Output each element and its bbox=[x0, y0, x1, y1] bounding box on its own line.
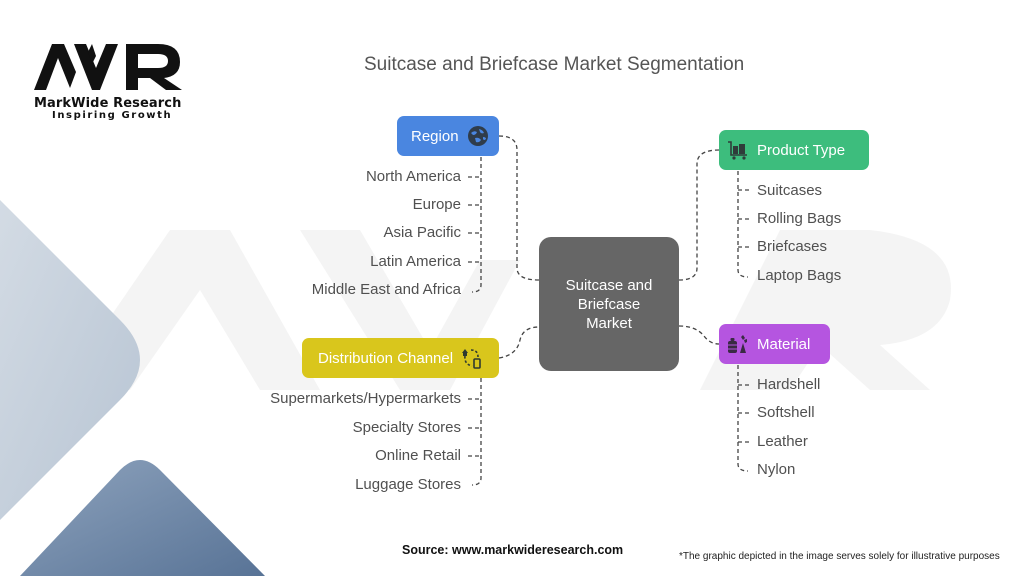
disclaimer-note: *The graphic depicted in the image serve… bbox=[679, 551, 1000, 562]
segment-label-product-type: Product Type bbox=[757, 141, 846, 159]
center-line-1: Suitcase and bbox=[565, 276, 653, 294]
region-item: Asia Pacific bbox=[383, 224, 461, 241]
brand-logo: MarkWide Research Inspiring Growth bbox=[30, 38, 190, 121]
product-type-item: Laptop Bags bbox=[757, 267, 842, 284]
distribution-channel-item: Specialty Stores bbox=[352, 419, 461, 436]
region-item: Middle East and Africa bbox=[311, 281, 461, 298]
center-node[interactable]: Suitcase and Briefcase Market bbox=[539, 237, 679, 371]
region-item: Latin America bbox=[370, 253, 461, 270]
material-item: Softshell bbox=[757, 404, 815, 421]
segment-label-region: Region bbox=[411, 127, 459, 145]
material-item: Hardshell bbox=[757, 376, 821, 393]
material-item: Leather bbox=[757, 433, 808, 450]
globe-icon bbox=[467, 126, 488, 146]
material-fabric-icon bbox=[728, 335, 747, 353]
product-type-item: Suitcases bbox=[757, 182, 823, 199]
source-credit: Source: www.markwideresearch.com bbox=[402, 543, 624, 557]
distribution-channel-item: Luggage Stores bbox=[355, 476, 461, 493]
bg-shape-dark bbox=[20, 460, 265, 576]
store-to-mobile-icon bbox=[462, 349, 481, 369]
region-item: North America bbox=[365, 168, 461, 185]
center-line-3: Market bbox=[586, 314, 632, 332]
segment-node-product-type[interactable]: Product Type bbox=[719, 130, 869, 170]
center-line-2: Briefcase bbox=[577, 295, 641, 313]
distribution-channel-item: Online Retail bbox=[375, 447, 461, 464]
material-item: Nylon bbox=[757, 461, 796, 478]
segment-node-distribution-channel[interactable]: Distribution Channel bbox=[302, 338, 499, 378]
segment-node-material[interactable]: Material bbox=[719, 324, 830, 364]
bg-shape-light bbox=[0, 200, 140, 520]
brand-tagline: Inspiring Growth bbox=[52, 110, 173, 121]
luggage-cart-icon bbox=[728, 141, 747, 160]
product-type-item: Rolling Bags bbox=[757, 210, 842, 227]
distribution-channel-item: Supermarkets/Hypermarkets bbox=[270, 390, 461, 407]
brand-name: MarkWide Research bbox=[34, 96, 182, 111]
segment-label-material: Material bbox=[757, 335, 811, 353]
diagram-title: Suitcase and Briefcase Market Segmentati… bbox=[364, 54, 745, 75]
segment-node-region[interactable]: Region bbox=[397, 116, 499, 156]
segment-label-distribution-channel: Distribution Channel bbox=[318, 349, 454, 367]
mwr-logo-icon bbox=[34, 44, 182, 90]
product-type-item: Briefcases bbox=[757, 238, 828, 255]
region-item: Europe bbox=[412, 196, 461, 213]
